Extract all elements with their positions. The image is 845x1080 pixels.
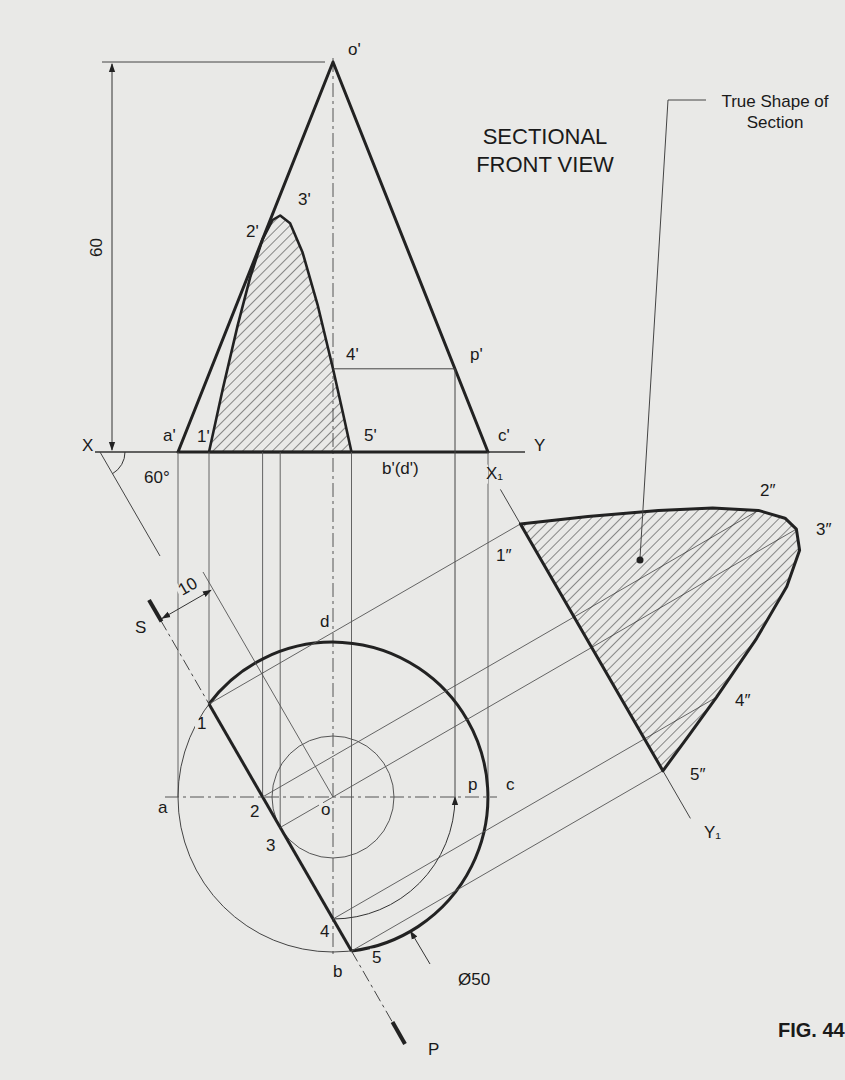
point-label: 3″ <box>814 521 818 540</box>
point-label: p' <box>468 346 472 365</box>
dimension-text: 10 <box>174 583 187 601</box>
point-label: 4 <box>318 923 322 942</box>
point-label: p <box>466 776 470 795</box>
dimension-text: 60 <box>88 255 107 259</box>
point-label: a <box>156 799 160 818</box>
point-label: 5' <box>362 427 366 446</box>
point-label: 3' <box>296 191 300 210</box>
callout-text: True Shape of Section <box>716 91 835 134</box>
point-label: 1 <box>195 715 199 734</box>
point-label: b <box>331 963 335 982</box>
point-label: 5 <box>370 949 374 968</box>
point-label: 3 <box>264 837 268 856</box>
point-label: o' <box>346 41 350 60</box>
view-title: SECTIONAL FRONT VIEW <box>456 123 635 178</box>
figure-caption: FIG. 44 <box>776 1019 780 1041</box>
point-label: X <box>80 437 84 456</box>
point-label: Y <box>532 437 536 456</box>
point-label: c <box>504 776 508 795</box>
point-label: P <box>426 1041 430 1060</box>
point-label: X₁ <box>484 465 488 484</box>
point-label: o <box>319 801 323 820</box>
point-label: 2″ <box>758 482 762 501</box>
point-label: b'(d') <box>380 460 384 479</box>
dimension-text: 60° <box>142 469 146 488</box>
point-label: c' <box>496 427 500 446</box>
point-label: d <box>318 613 322 632</box>
point-label: 5″ <box>688 766 692 785</box>
point-label: S <box>133 619 137 638</box>
point-label: a' <box>161 427 165 446</box>
point-label: Y₁ <box>702 824 706 843</box>
point-label: 4' <box>344 346 348 365</box>
point-label: 1″ <box>494 547 498 566</box>
dimension-text: Ø50 <box>456 971 460 990</box>
point-label: 1' <box>195 428 199 447</box>
point-label: 2 <box>248 803 252 822</box>
point-label: 2' <box>244 223 248 242</box>
point-label: 4″ <box>733 692 737 711</box>
